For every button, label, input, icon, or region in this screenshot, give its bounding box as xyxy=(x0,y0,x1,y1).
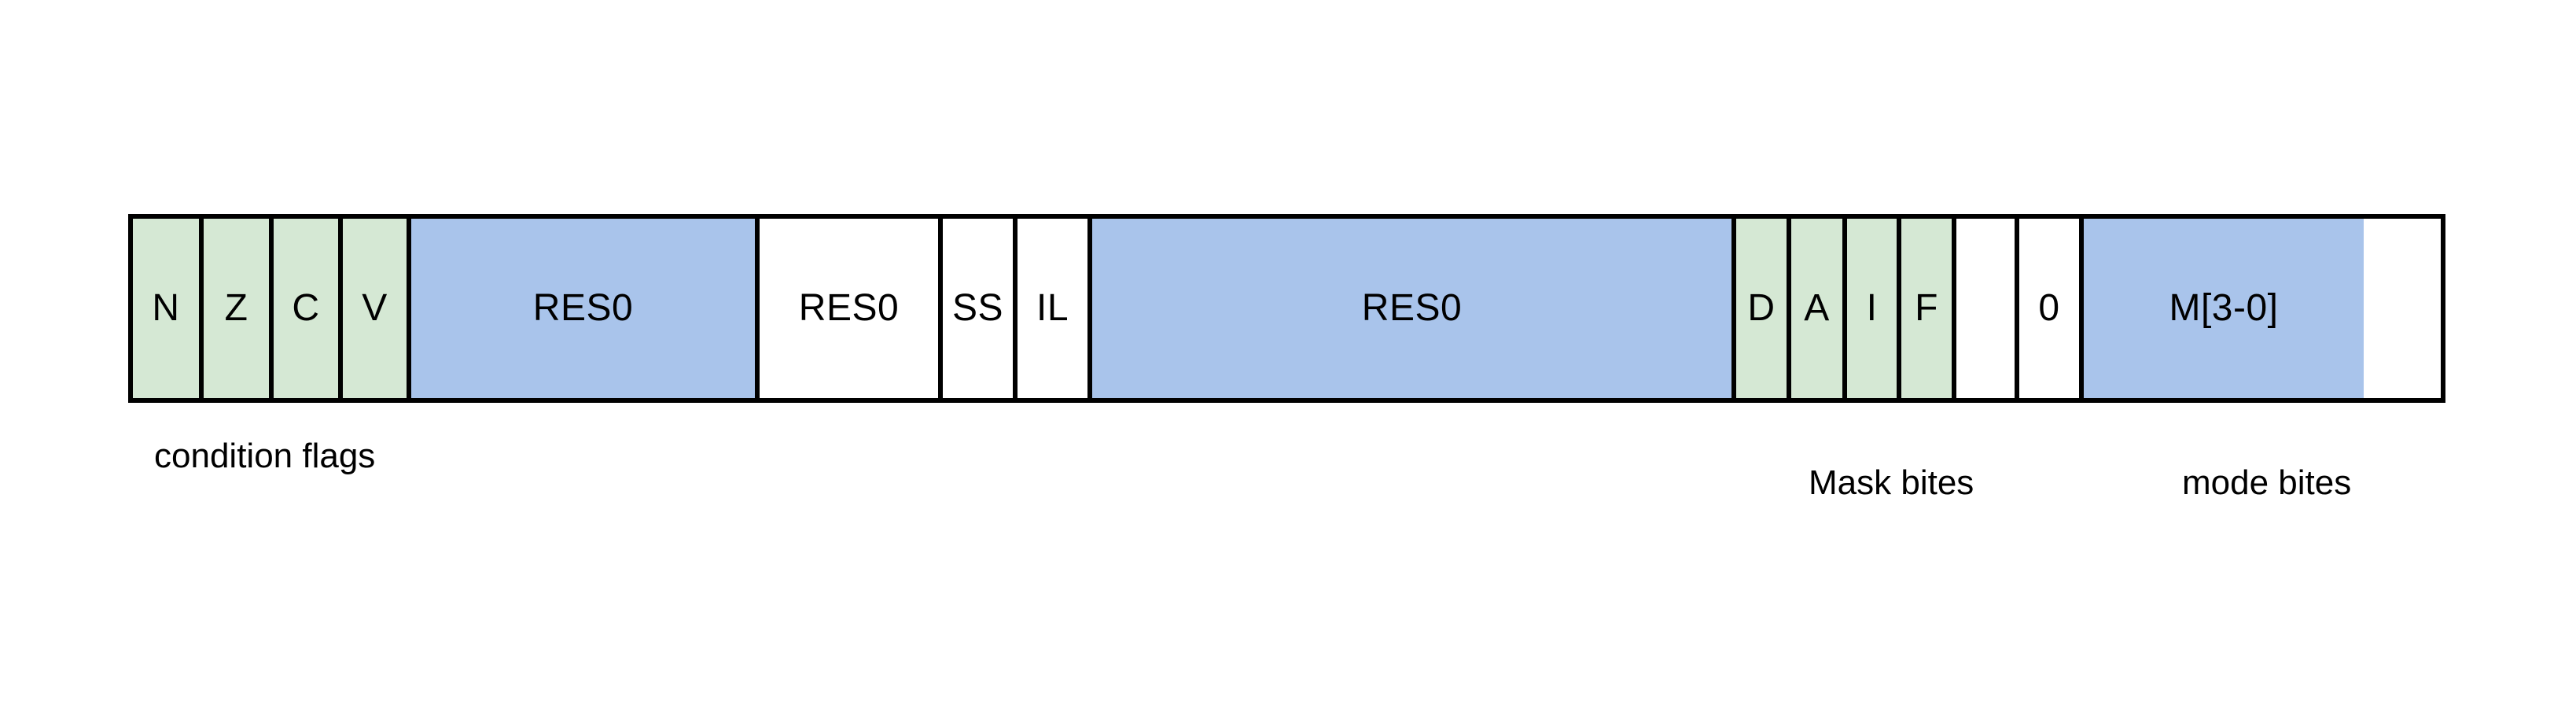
register-field-v: V xyxy=(343,219,411,398)
register-field-label: RES0 xyxy=(798,287,900,329)
register-field-ss: SS xyxy=(943,219,1018,398)
register-field-empty xyxy=(1956,219,2019,398)
register-field-0: 0 xyxy=(2019,219,2084,398)
caption-condition-flags: condition flags xyxy=(154,437,376,475)
register-field-c: C xyxy=(274,219,343,398)
register-field-res0: RES0 xyxy=(760,219,943,398)
register-field-label: RES0 xyxy=(532,287,634,329)
register-field-label: RES0 xyxy=(1361,287,1463,329)
register-field-a: A xyxy=(1791,219,1847,398)
register-field-label: A xyxy=(1804,287,1830,329)
register-field-n: N xyxy=(133,219,204,398)
register-field-label: 0 xyxy=(2038,287,2060,329)
register-field-label: M[3-0] xyxy=(2169,287,2279,329)
caption-mode-bites: mode bites xyxy=(2182,463,2352,502)
register-field-f: F xyxy=(1901,219,1956,398)
register-field-label: Z xyxy=(224,287,248,329)
register-field-il: IL xyxy=(1018,219,1092,398)
register-field-label: I xyxy=(1866,287,1878,329)
register-field-res0: RES0 xyxy=(411,219,760,398)
register-field-label: N xyxy=(152,287,180,329)
register-field-i: I xyxy=(1847,219,1901,398)
register-field-res0: RES0 xyxy=(1092,219,1736,398)
register-field-label: SS xyxy=(951,287,1004,329)
register-field-z: Z xyxy=(204,219,274,398)
register-field-m-3-0: M[3-0] xyxy=(2084,219,2364,398)
register-field-label: D xyxy=(1747,287,1776,329)
register-field-label: C xyxy=(292,287,320,329)
register-field-d: D xyxy=(1736,219,1791,398)
register-field-label: F xyxy=(1915,287,1938,329)
caption-mask-bites: Mask bites xyxy=(1809,463,1974,502)
register-field-label: V xyxy=(362,287,388,329)
register-field-label: IL xyxy=(1036,287,1069,329)
